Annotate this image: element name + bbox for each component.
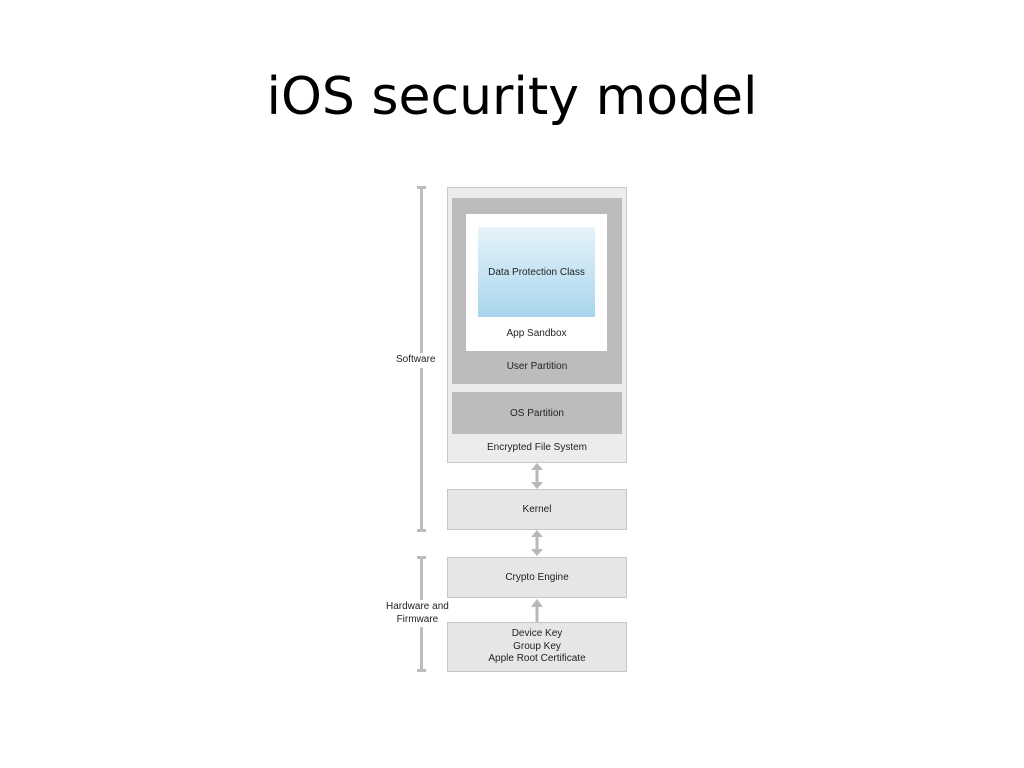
os-partition-label: OS Partition bbox=[510, 407, 564, 419]
slide-title: iOS security model bbox=[266, 67, 758, 127]
data-protection-class-label: Data Protection Class bbox=[488, 266, 585, 278]
os-partition-box: OS Partition bbox=[452, 392, 622, 434]
software-label: Software bbox=[394, 353, 438, 368]
app-sandbox-label: App Sandbox bbox=[506, 328, 567, 339]
hardware-label-line1: Hardware and bbox=[386, 601, 449, 612]
keys-box: Device Key Group Key Apple Root Certific… bbox=[447, 622, 627, 672]
kernel-crypto-arrow bbox=[531, 530, 543, 556]
filesystem-kernel-arrow bbox=[531, 463, 543, 489]
user-partition-label: User Partition bbox=[506, 361, 568, 372]
data-protection-class-box: Data Protection Class bbox=[478, 227, 595, 317]
device-key-label: Device Key bbox=[511, 628, 563, 640]
hardware-firmware-label: Hardware and Firmware bbox=[384, 600, 451, 627]
kernel-box: Kernel bbox=[447, 489, 627, 530]
crypto-engine-box: Crypto Engine bbox=[447, 557, 627, 598]
keys-crypto-arrow bbox=[531, 599, 543, 622]
apple-root-certificate-label: Apple Root Certificate bbox=[488, 653, 586, 665]
kernel-label: Kernel bbox=[522, 504, 552, 515]
connector-arrows bbox=[531, 463, 543, 622]
encrypted-file-system-label: Encrypted File System bbox=[486, 442, 588, 453]
security-diagram: Software Hardware and Firmware Encrypted… bbox=[380, 180, 640, 680]
hardware-label-line2: Firmware bbox=[396, 613, 439, 625]
crypto-engine-label: Crypto Engine bbox=[505, 572, 569, 583]
group-key-label: Group Key bbox=[513, 640, 561, 652]
